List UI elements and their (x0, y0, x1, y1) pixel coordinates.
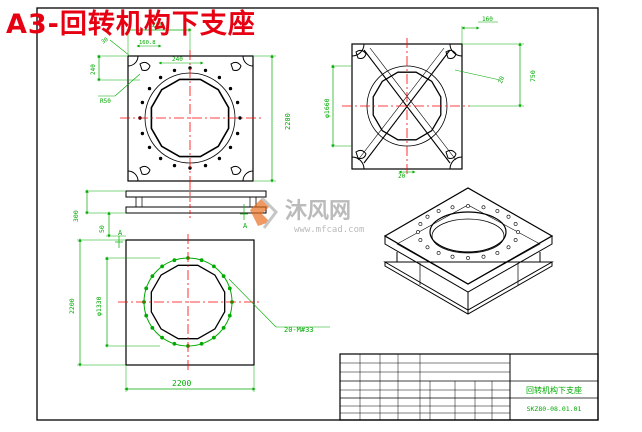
bolt-hole (217, 75, 222, 80)
watermark-brand: 沐风网 (285, 199, 351, 224)
bolt-hole (158, 75, 163, 80)
bolt-hole (211, 264, 216, 269)
bolt-hole (158, 156, 163, 161)
dim-160-8: 160.8 (139, 40, 156, 46)
bolt-hole (172, 341, 177, 346)
bolt-hole (235, 100, 240, 105)
dim-2200-horizontal: 2200 (172, 379, 191, 388)
bolt-hole (199, 258, 204, 263)
bolt-hole (416, 230, 420, 234)
bolt-hole (450, 205, 455, 210)
bolt-hole (172, 163, 177, 168)
right-view-inner-polygon (372, 71, 442, 141)
dim-750: 750 (529, 70, 537, 82)
watermark-logo-icon (250, 198, 270, 226)
bolt-hole (506, 245, 511, 250)
isometric-view (383, 187, 554, 315)
bolt-hole (203, 68, 208, 73)
bolt-hole (481, 205, 486, 210)
dim-220: 220 (152, 22, 163, 29)
bolt-hole (150, 325, 155, 330)
dim-30: 30 (101, 37, 110, 46)
bolt-hole (228, 86, 233, 91)
dim-2200-vertical: 2200 (68, 298, 76, 314)
bolt-hole (221, 325, 226, 330)
callout-20-m33: 20-M#33 (284, 326, 314, 334)
bolt-hole (160, 335, 165, 340)
dim-50: 50 (98, 225, 106, 233)
title-block-drawing-code: SKZ80-08.01.01 (527, 405, 582, 413)
bottom-view: A 2200 2200 φ1330 20-M#33 (68, 229, 330, 392)
top-view-bolt-holes (138, 66, 242, 170)
dim-20-right: 20 (497, 75, 506, 85)
bolt-hole (418, 222, 423, 226)
bolt-hole (221, 274, 226, 279)
bolt-hole (147, 145, 152, 150)
isometric-view-bolt-holes (416, 204, 520, 260)
bolt-hole (513, 238, 518, 242)
bolt-hole (144, 286, 149, 291)
bottom-view-plate-outline (125, 239, 255, 366)
bolt-hole (466, 256, 470, 260)
bolt-hole (466, 204, 470, 208)
bolt-hole (217, 156, 222, 161)
bolt-hole (144, 313, 149, 318)
bolt-hole (203, 163, 208, 168)
watermark: 沐风网 www.mfcad.com (250, 196, 364, 235)
bolt-hole (425, 214, 430, 219)
bolt-hole (495, 209, 500, 213)
bolt-hole (436, 251, 441, 255)
dim-240-horizontal: 240 (172, 56, 183, 63)
bolt-hole (211, 335, 216, 340)
watermark-url: www.mfcad.com (294, 225, 364, 235)
dim-240-vertical: 240 (90, 64, 97, 75)
bolt-hole (238, 116, 242, 120)
title-block-part-name: 回转机构下支座 (526, 385, 582, 395)
bolt-hole (506, 214, 511, 219)
bolt-hole (227, 286, 232, 291)
bolt-hole (140, 100, 145, 105)
bolt-hole (172, 68, 177, 73)
section-mark-a-bottom: A (118, 229, 123, 237)
right-view: 160 20 750 φ1660 20 (323, 16, 537, 180)
bolt-hole (481, 254, 486, 259)
bolt-hole (147, 86, 152, 91)
dim-r50: R50 (100, 98, 111, 105)
bolt-hole (140, 131, 145, 136)
bolt-hole (228, 145, 233, 150)
bolt-hole (160, 264, 165, 269)
dim-20-bottom: 20 (398, 173, 406, 180)
section-mark-a-side: A (243, 222, 248, 230)
bolt-hole (495, 251, 500, 255)
dim-2200-top: 2200 (284, 113, 292, 130)
dim-160: 160 (482, 16, 493, 23)
drawing-title: A3-回转机构下支座 (6, 9, 256, 40)
top-view-plate-outline (127, 55, 254, 182)
dim-300: 300 (72, 210, 80, 222)
bolt-hole (150, 274, 155, 279)
bottom-view-inner-polygon (150, 264, 226, 340)
dim-phi1660: φ1660 (323, 98, 331, 118)
bolt-hole (235, 131, 240, 136)
sheet-border (36, 7, 599, 421)
top-view-inner-polygon (150, 78, 230, 158)
bolt-hole (436, 209, 441, 213)
side-view: A 300 50 (72, 186, 267, 238)
bolt-hole (425, 245, 430, 250)
top-view: 220 160.8 30 240 240 R50 2200 (90, 22, 292, 188)
bolt-hole (227, 313, 232, 318)
bolt-hole (172, 258, 177, 263)
bolt-hole (450, 254, 455, 259)
title-block: 回转机构下支座 SKZ80-08.01.01 (339, 353, 599, 421)
bolt-hole (513, 222, 518, 226)
bolt-hole (516, 230, 520, 234)
dim-phi1330: φ1330 (95, 296, 103, 316)
bolt-hole (418, 238, 423, 242)
bolt-hole (199, 341, 204, 346)
